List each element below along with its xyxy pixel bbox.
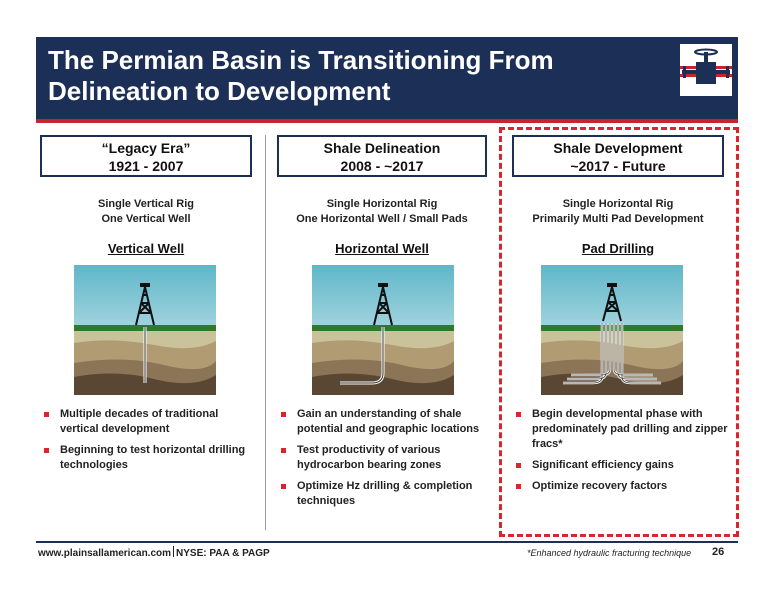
era-title: “Legacy Era” [101, 140, 191, 156]
footnote: *Enhanced hydraulic fracturing technique [527, 548, 692, 558]
era-years: ~2017 - Future [570, 158, 666, 174]
list-item: Beginning to test horizontal drilling te… [40, 443, 255, 473]
list-item: Test productivity of various hydrocarbon… [277, 443, 492, 473]
bullet-list: Multiple decades of traditional vertical… [40, 407, 255, 479]
list-item: Gain an understanding of shale potential… [277, 407, 492, 437]
ticker-text: NYSE: PAA & PAGP [176, 548, 270, 559]
rig-line: Single Horizontal Rig [562, 198, 674, 210]
era-box-development: Shale Development ~2017 - Future [512, 135, 724, 177]
header-rule [36, 119, 738, 123]
era-years: 1921 - 2007 [108, 158, 184, 174]
footer-rule [36, 541, 738, 543]
bullet-list: Gain an understanding of shale potential… [277, 407, 492, 515]
website-link[interactable]: www.plainsallamerican.com [38, 548, 172, 559]
rig-description: Single Horizontal Rig Primarily Multi Pa… [505, 197, 731, 227]
rig-line: Single Vertical Rig [98, 198, 194, 210]
well-line: One Vertical Well [101, 213, 191, 225]
section-heading: Vertical Well [107, 241, 185, 256]
section-heading: Pad Drilling [581, 241, 655, 256]
title-banner: The Permian Basin is Transitioning From … [36, 37, 738, 119]
page-title: The Permian Basin is Transitioning From … [48, 45, 554, 106]
footer-branding: www.plainsallamerican.com NYSE: PAA & PAG… [38, 546, 270, 559]
footer-separator [173, 546, 175, 557]
era-title: Shale Delineation [323, 140, 441, 156]
well-line: One Horizontal Well / Small Pads [296, 213, 468, 225]
list-item: Multiple decades of traditional vertical… [40, 407, 255, 437]
section-heading: Horizontal Well [335, 241, 429, 256]
valve-logo-icon [680, 44, 732, 96]
era-box-legacy: “Legacy Era” 1921 - 2007 [40, 135, 252, 177]
page-number: 26 [712, 546, 725, 558]
pad-drilling-icon [541, 265, 683, 395]
list-item: Optimize recovery factors [512, 479, 730, 494]
rig-description: Single Vertical Rig One Vertical Well [40, 197, 252, 227]
bullet-list: Begin developmental phase with predomina… [512, 407, 730, 500]
rig-line: Single Horizontal Rig [326, 198, 438, 210]
vertical-well-icon [74, 265, 216, 395]
era-box-delineation: Shale Delineation 2008 - ~2017 [277, 135, 487, 177]
horizontal-well-icon [312, 265, 454, 395]
list-item: Optimize Hz drilling & completion techni… [277, 479, 492, 509]
highlight-frame [499, 127, 739, 537]
well-line: Primarily Multi Pad Development [532, 213, 704, 225]
list-item: Significant efficiency gains [512, 458, 730, 473]
era-years: 2008 - ~2017 [340, 158, 424, 174]
column-divider [265, 135, 266, 530]
rig-description: Single Horizontal Rig One Horizontal Wel… [270, 197, 494, 227]
list-item: Begin developmental phase with predomina… [512, 407, 730, 452]
era-title: Shale Development [553, 140, 683, 156]
